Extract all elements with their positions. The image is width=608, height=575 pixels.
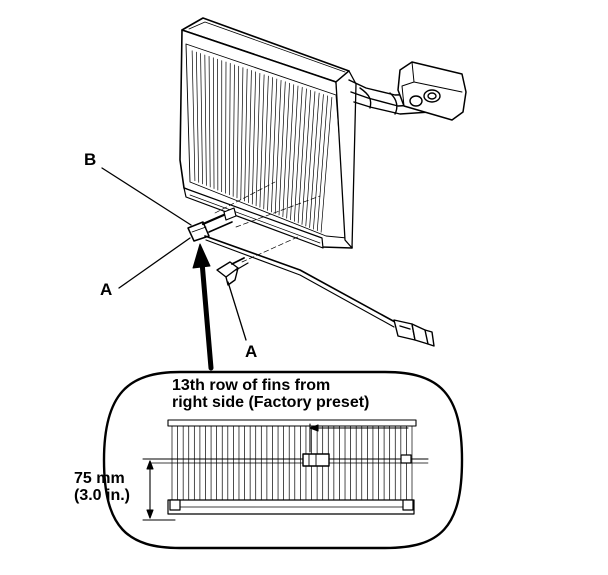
- inset-note-line2: right side (Factory preset): [172, 394, 369, 411]
- callout-b: B: [84, 150, 96, 170]
- callout-a-upper: A: [100, 280, 112, 300]
- dimension-label-in: (3.0 in.): [74, 487, 130, 504]
- dimension-label-mm: 75 mm: [74, 470, 125, 487]
- callout-a-lower: A: [245, 342, 257, 362]
- retaining-clip-icon: [217, 258, 248, 285]
- evaporator-pipes: [349, 62, 466, 120]
- inset-note-line1: 13th row of fins from: [172, 377, 330, 394]
- wire-connector-icon: [394, 320, 434, 346]
- pointer-arrow: [193, 244, 211, 368]
